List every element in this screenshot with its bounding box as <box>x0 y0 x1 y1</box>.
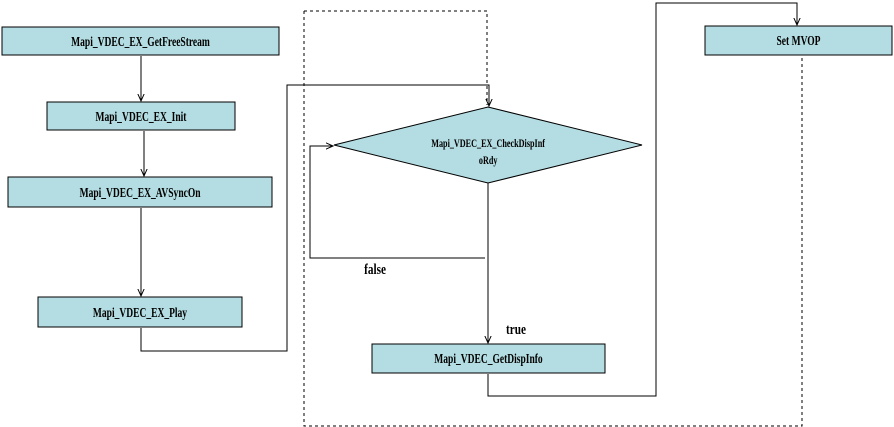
node-check-disp-info-label-line2: oRdy <box>479 155 498 168</box>
dashed-region-border <box>303 10 803 427</box>
edge-false-loop <box>309 146 485 259</box>
edge-getdispinfo-to-setmvop <box>487 2 797 397</box>
node-set-mvop: Set MVOP <box>704 25 893 56</box>
node-init: Mapi_VDEC_EX_Init <box>46 101 236 131</box>
node-play: Mapi_VDEC_EX_Play <box>37 296 243 328</box>
node-av-sync-on: Mapi_VDEC_EX_AVSyncOn <box>7 176 273 208</box>
node-get-disp-info: Mapi_VDEC_GetDispInfo <box>371 343 606 374</box>
node-av-sync-on-label: Mapi_VDEC_EX_AVSyncOn <box>80 184 201 200</box>
node-play-label: Mapi_VDEC_EX_Play <box>93 304 187 320</box>
node-check-disp-info-label-line1: Mapi_VDEC_EX_CheckDispInf <box>431 138 545 151</box>
node-init-label: Mapi_VDEC_EX_Init <box>96 108 187 124</box>
node-set-mvop-label: Set MVOP <box>777 32 821 48</box>
edge-label-false: false <box>364 260 386 277</box>
node-check-disp-info: Mapi_VDEC_EX_CheckDispInf oRdy <box>333 106 643 184</box>
node-get-disp-info-label: Mapi_VDEC_GetDispInfo <box>434 350 542 366</box>
node-get-free-stream: Mapi_VDEC_EX_GetFreeStream <box>1 26 280 56</box>
node-get-free-stream-label: Mapi_VDEC_EX_GetFreeStream <box>71 33 210 49</box>
edge-label-true: true <box>506 320 526 337</box>
edge-play-to-checkdispinfo <box>140 84 489 352</box>
